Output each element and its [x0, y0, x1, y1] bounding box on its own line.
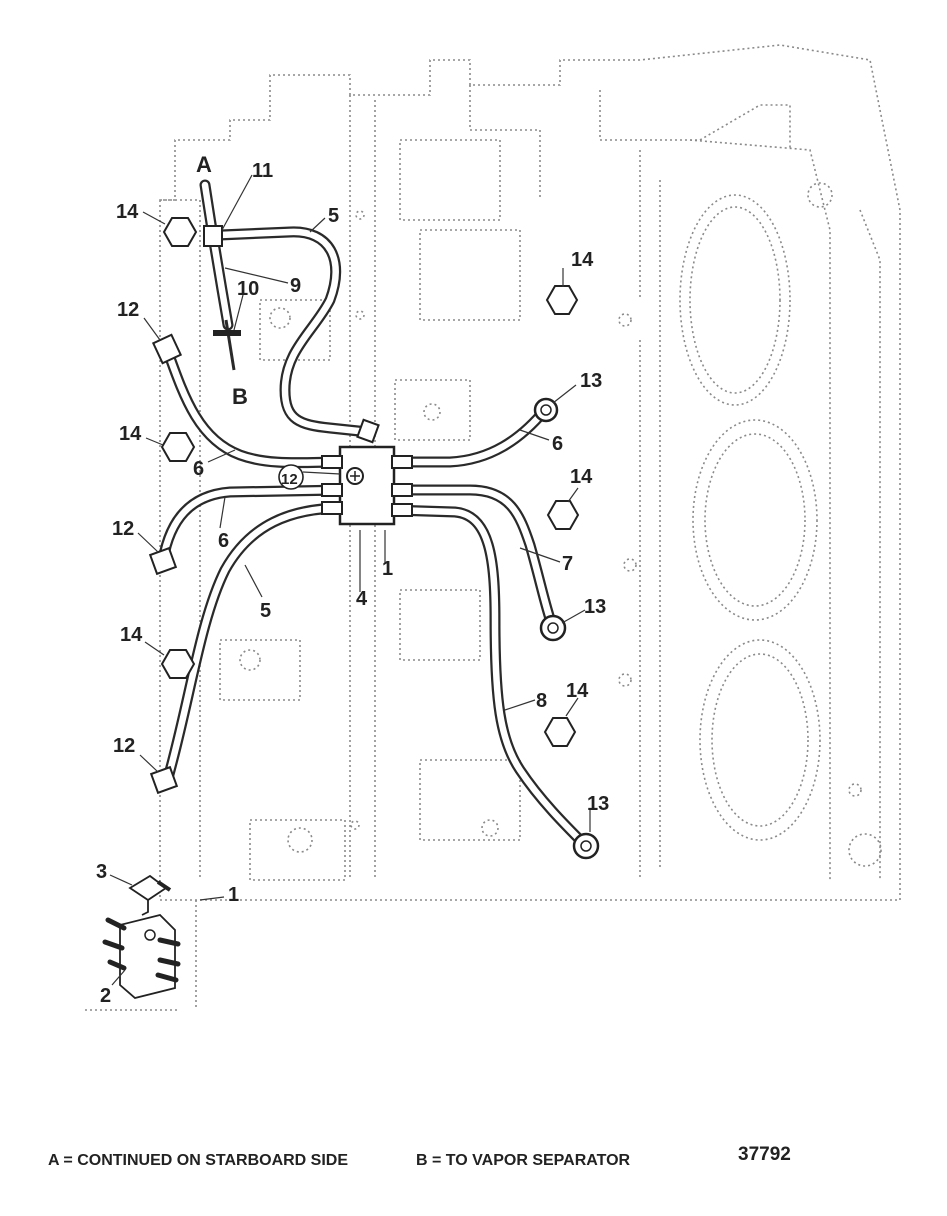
- callout-6-lower: 6: [218, 530, 229, 552]
- callout-12-circled: 12: [281, 471, 298, 488]
- fitting-13-upper: [533, 397, 559, 423]
- plug-14-e: [160, 649, 196, 679]
- callout-14-f: 14: [566, 680, 589, 702]
- callout-1-main: 1: [382, 558, 393, 580]
- callout-7: 7: [562, 553, 573, 575]
- callout-12-a: 12: [117, 299, 139, 321]
- callout-5-top: 5: [328, 205, 339, 227]
- fitting-12-lower: [149, 765, 179, 795]
- callout-13-b: 13: [584, 596, 606, 618]
- callout-4: 4: [356, 588, 368, 610]
- callout-8: 8: [536, 690, 547, 712]
- callout-14-b: 14: [571, 249, 594, 271]
- callout-14-a: 14: [116, 201, 139, 223]
- plug-14-b: [545, 285, 579, 315]
- fuel-hoses: [157, 179, 591, 851]
- fitting-12-middle: [148, 546, 178, 576]
- plug-14-a: [162, 217, 198, 247]
- callout-5-bottom: 5: [260, 600, 271, 622]
- callout-3: 3: [96, 861, 107, 883]
- callout-6-right: 6: [552, 433, 563, 455]
- plug-14-d: [546, 500, 580, 530]
- fitting-13-lower: [572, 832, 600, 860]
- part-number: 37792: [738, 1144, 791, 1165]
- callout-12-circle: [278, 464, 304, 490]
- callout-13-a: 13: [580, 370, 602, 392]
- callout-12-c: 12: [113, 735, 135, 757]
- callout-1-small: 1: [228, 884, 239, 906]
- callout-11: 11: [252, 160, 273, 182]
- legend-b-note: B = TO VAPOR SEPARATOR: [416, 1152, 631, 1169]
- leader-lines: [109, 174, 591, 986]
- elbow-fitting: [356, 418, 380, 444]
- label-b: B: [232, 384, 248, 409]
- callout-6-left: 6: [193, 458, 204, 480]
- engine-block-outline: [159, 44, 901, 901]
- hose-clamp: [213, 330, 241, 336]
- callout-13-c: 13: [587, 793, 609, 815]
- callout-2: 2: [100, 985, 111, 1007]
- callout-9: 9: [290, 275, 301, 297]
- callout-14-c: 14: [119, 423, 142, 445]
- label-a: A: [196, 152, 212, 177]
- legend-a-note: A = CONTINUED ON STARBOARD SIDE: [48, 1152, 349, 1169]
- callout-14-e: 14: [120, 624, 143, 646]
- detail-parts: [85, 874, 197, 1011]
- callout-12-b: 12: [112, 518, 134, 540]
- callout-10: 10: [237, 278, 259, 300]
- plug-14-f: [543, 717, 577, 747]
- fitting-12-upper: [151, 333, 183, 365]
- fuel-distribution-manifold: [321, 445, 413, 526]
- fitting-13-middle: [539, 614, 567, 642]
- tee-fitting: [203, 225, 223, 247]
- callout-labels: A B 11 14 5 14 9 10 12 13 14 6 6 12 14 1…: [96, 152, 791, 1165]
- callout-14-d: 14: [570, 466, 593, 488]
- fittings: [148, 217, 600, 860]
- plug-14-c: [160, 432, 196, 462]
